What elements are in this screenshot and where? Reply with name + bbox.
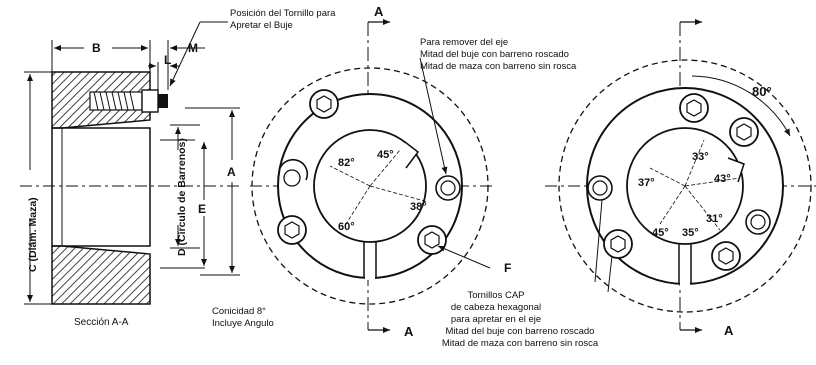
- note-cap-line2: de cabeza hexagonal: [451, 302, 541, 313]
- angle-80: 80°: [752, 84, 772, 99]
- note-taper-line1: Conicidad 8°: [212, 306, 266, 317]
- threaded-hole-left: [279, 158, 309, 187]
- note-cap-line5: Mitad de maza con barreno sin rosca: [442, 338, 599, 349]
- angle-45-right: 45°: [652, 227, 669, 239]
- angle-33: 33°: [692, 151, 709, 163]
- front-view-left: A A: [250, 4, 511, 339]
- note-remove-line3: Mitad de maza con barreno sin rosca: [420, 61, 577, 72]
- hex-bolt-r2: [729, 117, 759, 147]
- note-remove-line1: Para remover del eje: [420, 37, 508, 48]
- dim-A-label: A: [227, 165, 236, 179]
- angle-31: 31°: [706, 213, 723, 225]
- section-marker-top: A: [374, 4, 384, 19]
- section-label: Sección A-A: [74, 317, 129, 328]
- hex-bolt-3: [417, 225, 447, 255]
- angle-35: 35°: [682, 227, 699, 239]
- hex-bolt-r1: [679, 93, 709, 123]
- section-marker-bottom-right: A: [724, 323, 734, 338]
- dim-M-label: M: [188, 41, 198, 55]
- section-view: B M L C (Diám. Maza) D (Círculo de Barre…: [20, 8, 336, 329]
- angle-82: 82°: [338, 157, 355, 169]
- front-view-right: A: [545, 19, 816, 338]
- screw-detail: [89, 89, 168, 113]
- hex-bolt-r3: [603, 229, 633, 259]
- dim-B-label: B: [92, 41, 101, 55]
- note-screw-line1: Posición del Tornillo para: [230, 8, 336, 19]
- bore-outline: [51, 127, 151, 247]
- section-marker-bottom: A: [404, 324, 414, 339]
- hub-bottom-hatch: [51, 245, 151, 305]
- note-cap-line4: Mitad del buje con barreno roscado: [446, 326, 595, 337]
- dim-E-label: E: [198, 202, 206, 216]
- angle-60: 60°: [338, 221, 355, 233]
- dim-C-label: C (Diám. Maza): [27, 197, 39, 272]
- angle-38: 38°: [410, 201, 427, 213]
- note-remove-line2: Mitad del buje con barreno roscado: [420, 49, 569, 60]
- hex-bolt-2: [277, 215, 307, 245]
- note-screw-line2: Apretar el Buje: [230, 20, 293, 31]
- threaded-hole-right: [435, 175, 461, 201]
- note-cap-line3: para apretar en el eje: [451, 314, 541, 325]
- angle-37: 37°: [638, 177, 655, 189]
- hex-bolt-r4: [711, 241, 741, 271]
- hex-bolt-1: [309, 89, 339, 119]
- dim-D-label: D (Círculo de Barrenos): [176, 138, 188, 256]
- threaded-hole-r1: [587, 175, 613, 201]
- dim-L-label: L: [164, 53, 171, 67]
- threaded-hole-r2: [745, 209, 771, 235]
- dim-F-label: F: [504, 261, 511, 275]
- angle-43: 43°: [714, 173, 731, 185]
- note-taper-line2: Incluye Angulo: [212, 318, 274, 329]
- angle-45-left: 45°: [377, 149, 394, 161]
- note-cap-line1: Tornillos CAP: [467, 290, 524, 301]
